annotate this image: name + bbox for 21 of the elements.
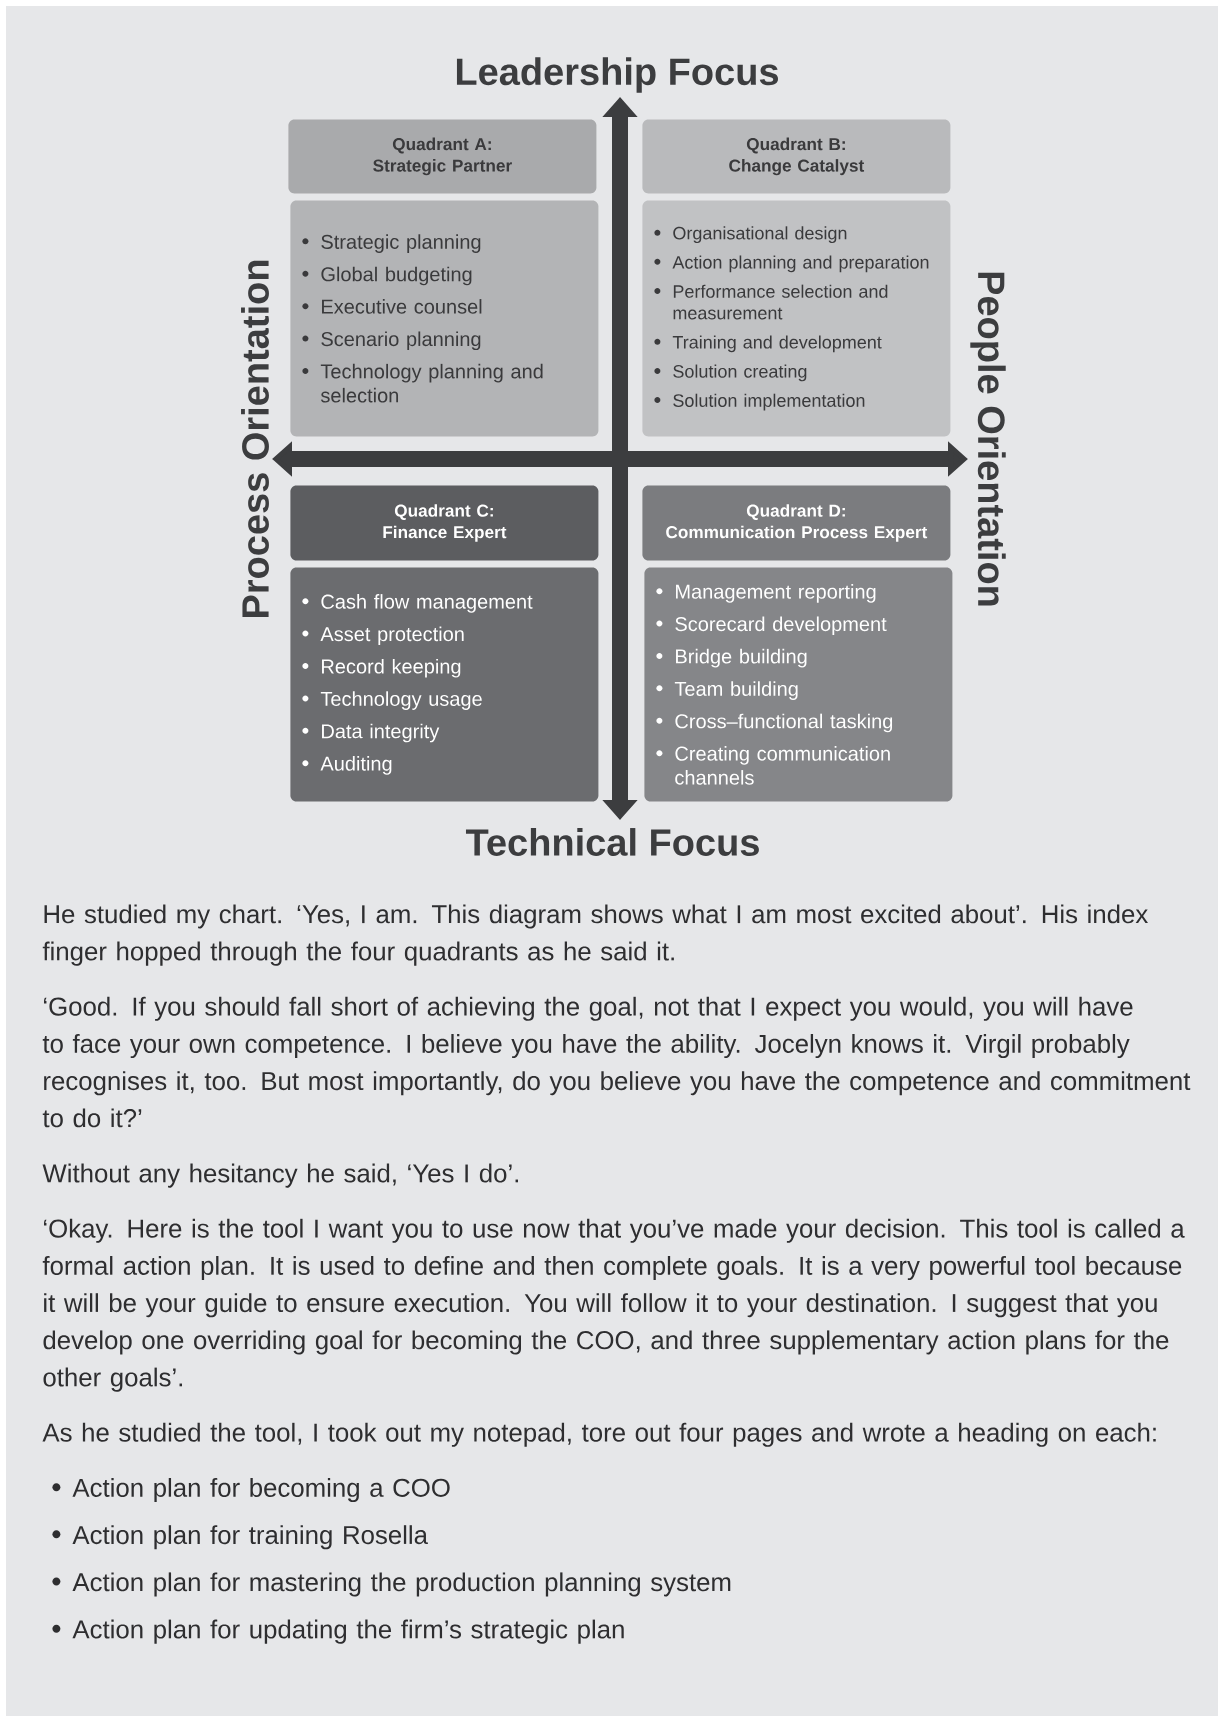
quadrant-header: Quadrant B: Change Catalyst (642, 119, 951, 194)
bullet-item: Action plan for updating the firm’s strategic plan (52, 1619, 624, 1644)
bullet-item: Action plan for becoming a COO (52, 1478, 450, 1503)
axis-label: Leadership Focus (456, 57, 778, 93)
list-box: Cash flow management Asset protection Record keeping Technology usage Data integrity Auditing (290, 567, 599, 802)
quadrant-header: Quadrant D: Communication Process Expert (642, 485, 951, 561)
quadrant-header: Quadrant C: Finance Expert (290, 485, 599, 561)
list-box: Management reporting Scorecard development Bridge building Team building Cross–functional tasking Creating communication channels (644, 567, 953, 802)
paragraph: As he studied the tool, I took out my notepad, tore out four pages and wrote a heading on each: (42, 1422, 1156, 1447)
axis-label: Technical Focus (466, 828, 759, 856)
paragraph: ‘Good. If you should fall short of achieving the goal, not that I expect you would, you will have to face your own competence. I believe you have the ability. Jocelyn knows it. Virgil probably recognises it, too. But most importantly, do you believe you have the competence and commitment to do it?’ (42, 996, 1191, 1128)
quadrant-header: Quadrant A: Strategic Partner (288, 119, 597, 194)
list-box: Organisational design Action planning and preparation Performance selection and measurement Training and development Solution creating Solution implementation (642, 200, 951, 437)
paragraph: He studied my chart. ‘Yes, I am. This diagram shows what I am most excited about’. His index finger hopped through the four quadrants as he said it. (42, 904, 1148, 966)
bullet-item: Action plan for training Rosella (52, 1525, 428, 1550)
paragraph: Without any hesitancy he said, ‘Yes I do’. (42, 1163, 519, 1188)
list-box: Strategic planning Global budgeting Executive counsel Scenario planning Technology planning and selection (290, 200, 599, 437)
axis-label: Process Orientation (241, 260, 269, 617)
bullet-item: Action plan for mastering the production planning system (52, 1572, 731, 1597)
axis-label: People Orientation (970, 272, 1006, 606)
paragraph: ‘Okay. Here is the tool I want you to use now that you’ve made your decision. This tool is called a formal action plan. It is used to define and then complete goals. It is a very powerful tool because it will be your guide to ensure execution. You will follow it to your destination. I suggest that you develop one overriding goal for becoming the COO, and three supplementary action plans for the other goals’. (42, 1218, 1185, 1392)
